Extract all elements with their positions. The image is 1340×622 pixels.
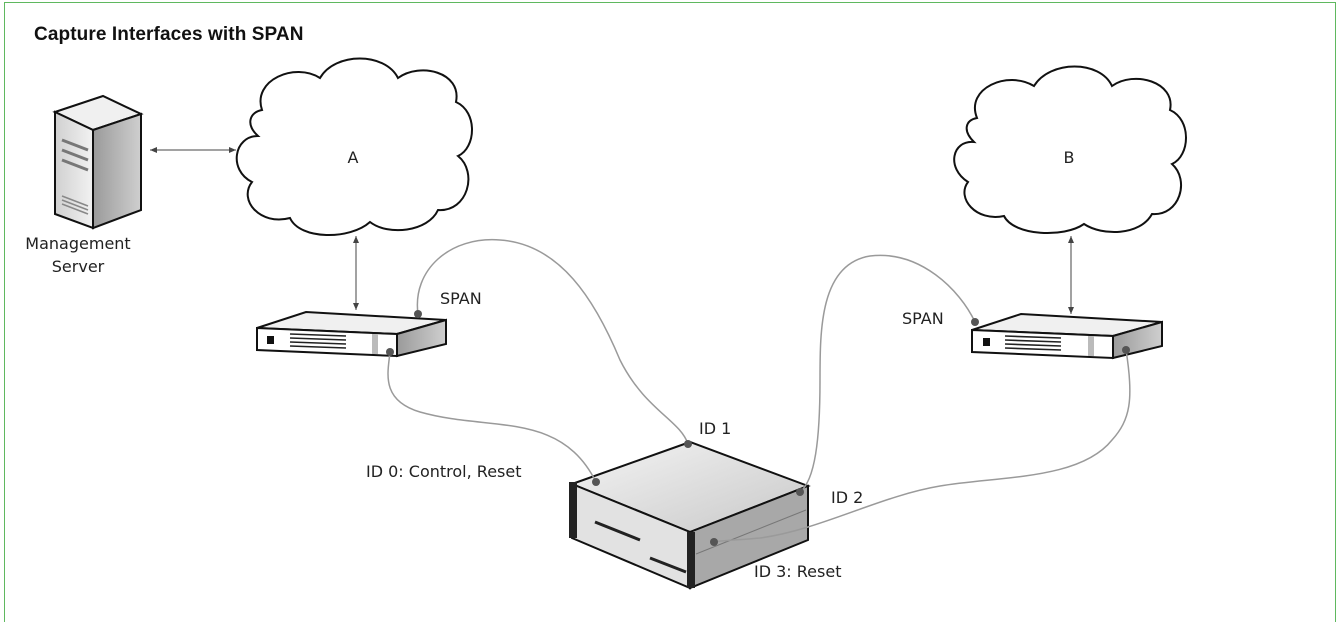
diagram-title: Capture Interfaces with SPAN	[34, 24, 304, 45]
cable-id0	[387, 351, 597, 483]
cloud-icon	[953, 65, 1187, 234]
switch-icon	[256, 310, 447, 358]
span-cable-left	[416, 238, 689, 445]
id3-label: ID 3: Reset	[754, 562, 841, 581]
id1-label: ID 1	[699, 419, 731, 438]
management-server-label-line2: Server	[52, 257, 105, 276]
diagram-frame	[4, 2, 1336, 622]
cloud-icon	[235, 57, 473, 237]
port-dots	[386, 310, 1130, 546]
id2-label: ID 2	[831, 488, 863, 507]
network-diagram: Management Server A B	[25, 57, 1187, 590]
cables	[387, 238, 1131, 543]
span-cable-right	[799, 254, 976, 493]
id0-label: ID 0: Control, Reset	[366, 462, 521, 481]
span-label-left: SPAN	[440, 289, 482, 308]
cable-id3	[713, 349, 1131, 543]
appliance-icon	[569, 440, 811, 590]
management-server-label-line1: Management	[25, 234, 130, 253]
span-label-right: SPAN	[902, 309, 944, 328]
server-tower-icon	[52, 94, 144, 230]
cloud-a-label: A	[348, 148, 359, 167]
switch-icon	[971, 312, 1163, 360]
cloud-b-label: B	[1064, 148, 1075, 167]
